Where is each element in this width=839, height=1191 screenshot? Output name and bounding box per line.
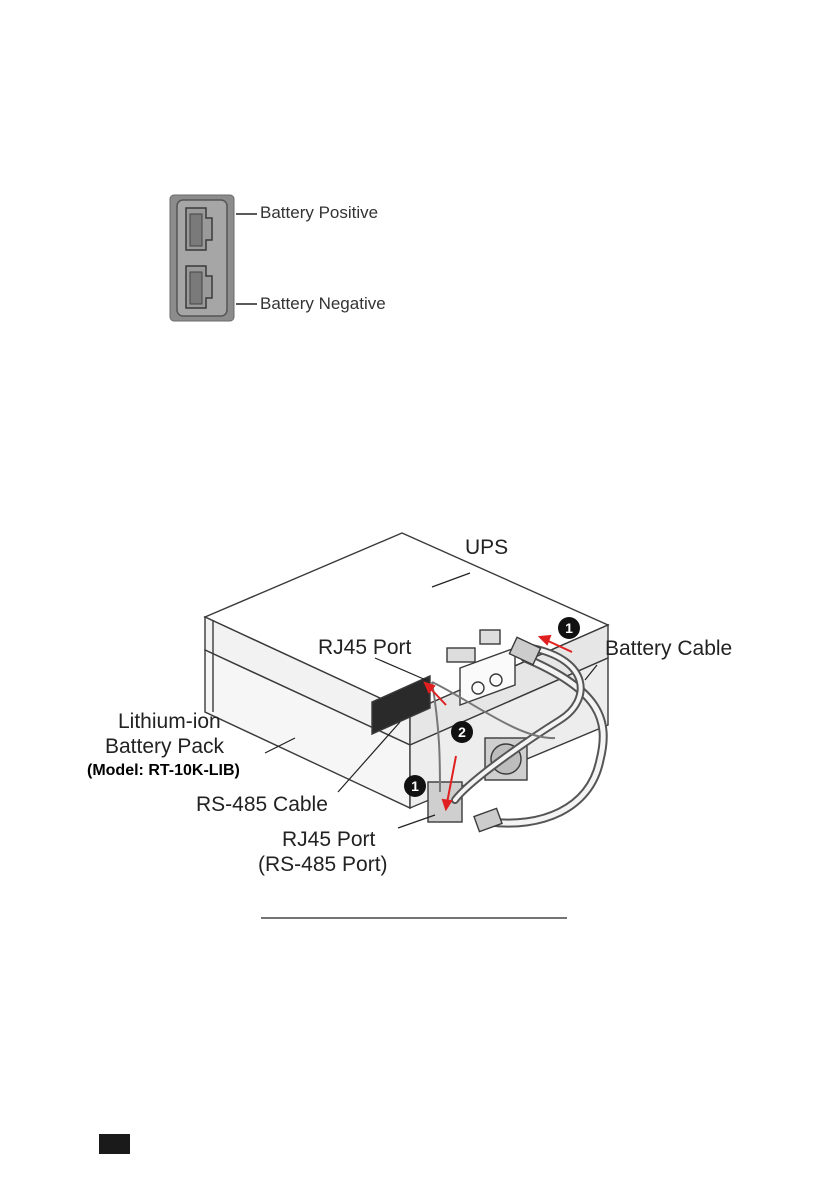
model-label: (Model: RT-10K-LIB) — [87, 762, 240, 780]
pack-label-line1: Lithium-ion — [118, 710, 221, 734]
rj45-upper-label: RJ45 Port — [318, 636, 411, 660]
ups-label: UPS — [465, 536, 508, 560]
rj45-lower-label-line2: (RS-485 Port) — [258, 853, 388, 877]
step-1-badge-upper: 1 — [558, 617, 580, 639]
battery-cable-label: Battery Cable — [605, 637, 732, 661]
step-2-badge: 2 — [451, 721, 473, 743]
rj45-lower-label-line1: RJ45 Port — [282, 828, 375, 852]
pack-label-line2: Battery Pack — [105, 735, 224, 759]
step-1-badge-lower: 1 — [404, 775, 426, 797]
page-tab-marker — [99, 1134, 130, 1154]
rs485-cable-label: RS-485 Cable — [196, 793, 328, 817]
